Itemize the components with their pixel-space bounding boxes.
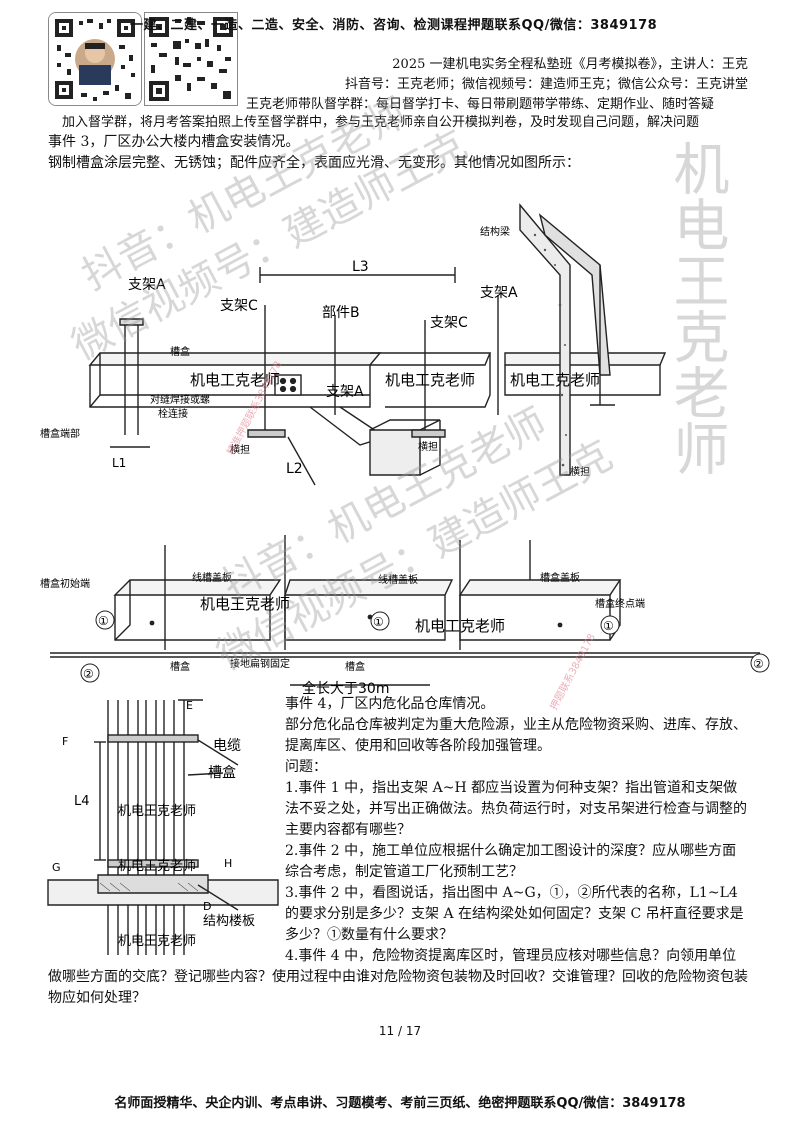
label-tray-vertical: 槽盒 (208, 764, 236, 781)
label-tray-end: 槽盒终点端 (595, 597, 645, 610)
label-component-b: 部件B (322, 305, 360, 321)
label-cable: 电缆 (213, 738, 241, 754)
label-l2: L2 (286, 461, 303, 477)
label-d: D (203, 900, 211, 913)
label-tray: 槽盒 (170, 345, 190, 358)
footer-banner: 名师面授精华、央企内训、考点串讲、习题模考、考前三页纸、绝密押题联系QQ/微信：… (114, 1096, 686, 1111)
question-3: 3.事件 2 中，看图说话，指出图中 A~G，①，②所代表的名称，L1~L4 的… (285, 885, 744, 943)
figure-vertical-tray: E F G H D L4 电缆 槽盒 结构楼板 机电王克老师 机电王克老师 机电… (47, 699, 279, 955)
study-group-info: 王克老师带队督学群：每日督学打卡、每日带刷题带学带练、定期作业、随时答疑 (246, 97, 715, 112)
label-joint-weld: 对缝焊接或螺 (150, 393, 210, 406)
figure-tray-grounding: 槽盒初始端 线槽盖板 线槽盖板 槽盒盖板 槽盒终点端 ① ① ① ② ② 槽盒 … (40, 535, 770, 695)
douyin-qr-code (48, 12, 142, 106)
label-crossarm-1: 横担 (230, 443, 250, 456)
label-circle-1b: ① (373, 615, 384, 629)
event3-description: 钢制槽盒涂层完整、无锈蚀；配件应齐全，表面应光滑、无变形。其他情况如图所示： (48, 155, 580, 171)
promo-banner: 一建、二建、一造、二造、安全、消防、咨询、检测课程押题联系QQ/微信：38491… (130, 18, 658, 33)
label-bracket-a-mid: 支架A (326, 384, 364, 400)
figure-watermark-1: 机电工克老师 (190, 371, 280, 389)
label-cover-3: 槽盒盖板 (540, 571, 580, 584)
label-circle-1a: ① (98, 614, 109, 628)
figure-watermark-2: 机电工克老师 (385, 371, 475, 389)
study-group-instruction: 加入督学群，将月考答案拍照上传至督学群中，参与王克老师亲自公开模拟判卷，及时发现… (62, 115, 700, 130)
figure3-watermark-3: 机电王克老师 (118, 934, 196, 949)
label-box-1: 槽盒 (170, 660, 190, 673)
label-circle-1c: ① (603, 619, 614, 633)
event3-title: 事件 3，厂区办公大楼内槽盒安装情况。 (48, 134, 300, 150)
question-2: 2.事件 2 中，施工单位应根据什么确定加工图设计的深度？应从哪些方面综合考虑，… (285, 843, 737, 880)
label-circle-2a: ② (83, 667, 94, 681)
figure2-watermark-2: 机电工克老师 (415, 617, 505, 635)
label-h: H (224, 857, 232, 870)
figure3-watermark-1: 机电王克老师 (118, 804, 196, 819)
question-1: 1.事件 1 中，指出支架 A~H 都应当设置为何种支架？指出管道和支架做法不妥… (285, 780, 747, 838)
label-crossarm-2: 横担 (418, 440, 438, 453)
question-4: 4.事件 4 中，危险物资提离库区时，管理员应核对哪些信息？向领用单位做哪些方面… (48, 948, 748, 1006)
label-tray-start: 槽盒初始端 (40, 577, 90, 590)
page-number: 11 / 17 (378, 1024, 422, 1038)
label-structural-slab: 结构楼板 (203, 914, 255, 929)
event4-title: 事件 4，厂区内危化品仓库情况。 (285, 696, 495, 712)
label-total-length: 全长大于30m (302, 680, 389, 695)
figure2-watermark-1: 机电王克老师 (200, 595, 290, 613)
label-bracket-a: 支架A (128, 277, 166, 293)
label-l1: L1 (112, 456, 126, 470)
label-joint-bolt: 栓连接 (158, 407, 188, 420)
event4-description: 部分危化品仓库被判定为重大危险源，业主从危险物资采购、进库、存放、提离库区、使用… (285, 717, 747, 754)
label-tray-end: 槽盒端部 (40, 427, 80, 440)
questions-heading: 问题： (285, 759, 327, 775)
label-cover-2: 线槽盖板 (378, 573, 418, 586)
label-crossarm-3: 横担 (570, 465, 590, 478)
label-cover-1: 线槽盖板 (192, 571, 232, 584)
wechat-qr-code (144, 12, 238, 106)
label-l3: L3 (352, 259, 369, 275)
social-accounts: 抖音号：王克老师；微信视频号：建造师王克；微信公众号：王克讲堂 (344, 77, 748, 92)
label-ground-strap: 接地扁钢固定 (230, 657, 290, 670)
label-l4: L4 (74, 794, 90, 809)
label-bracket-c: 支架C (220, 298, 258, 314)
label-box-2: 槽盒 (345, 660, 365, 673)
label-g: G (52, 861, 61, 874)
figure-cable-tray-installation: 支架A 支架C 部件B 支架C 支架A 支架A 结构梁 槽盒 对缝焊接或螺 栓连… (40, 203, 667, 486)
figure3-watermark-2: 机电王克老师 (118, 859, 196, 874)
watermark-vertical: 机电王克老师 (664, 140, 729, 476)
label-structural-beam: 结构梁 (480, 225, 510, 238)
label-bracket-a-right: 支架A (480, 285, 518, 301)
label-e: E (186, 699, 193, 712)
label-bracket-c-right: 支架C (430, 315, 468, 331)
label-circle-2b: ② (753, 657, 764, 671)
figure-watermark-3: 机电工克老师 (510, 371, 600, 389)
exam-title: 2025 一建机电实务全程私塾班《月考模拟卷》，主讲人：王克 (392, 57, 748, 72)
label-f: F (62, 735, 68, 748)
